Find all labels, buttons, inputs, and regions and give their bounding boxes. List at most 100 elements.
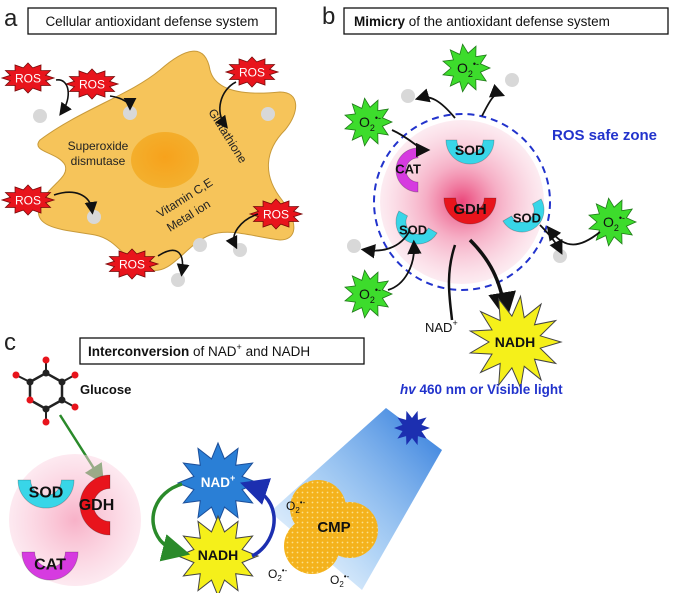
grey-dot [553, 249, 567, 263]
light-label: hv 460 nm or Visible light [400, 382, 563, 397]
sod-top-b-label: SOD [455, 142, 485, 158]
panel-b-title: Mimicry of the antioxidant defense syste… [354, 14, 610, 29]
ros-a-3: ROS [224, 56, 280, 88]
o2-bottom-b: O2•- [344, 269, 393, 319]
o2-cmp-left: O2•- [268, 566, 288, 583]
reaction-arrow [53, 191, 98, 215]
ros-a-1: ROS [0, 62, 56, 94]
cat-c: CAT [21, 551, 79, 581]
sod-left-b-label: SOD [399, 222, 427, 237]
sod-c: SOD [17, 479, 75, 509]
ros-a-2: ROS [64, 68, 120, 100]
nad-plus-c-text: NAD [201, 475, 230, 490]
nad-plus-label-b: NAD+ [425, 318, 458, 335]
reaction-arrow [109, 95, 137, 111]
grey-dot [233, 243, 247, 257]
gdh-b-label: GDH [453, 201, 486, 218]
glucose-molecule [12, 356, 79, 426]
sod-top-b: SOD [445, 139, 495, 165]
o2-cmp-bottom: O2•- [330, 572, 350, 589]
glucose-label: Glucose [80, 382, 131, 397]
grey-dot [33, 109, 47, 123]
ros-label: ROS [239, 66, 265, 80]
cmp-particles [284, 480, 378, 574]
panel-a-title: Cellular antioxidant defense system [45, 14, 258, 29]
panel-b-letter: b [322, 3, 335, 30]
reaction-arrow [157, 249, 190, 277]
ros-group-a: ROS ROS ROS ROS ROS ROS [0, 56, 304, 287]
nadh-out-arrow [468, 238, 516, 321]
reaction-arrow [539, 224, 563, 255]
reaction-arrow [225, 213, 259, 250]
reaction-arrow [546, 225, 601, 246]
ros-label: ROS [79, 78, 105, 92]
nad-plus-label-c: NAD+ [201, 473, 236, 490]
panel-c-letter: c [4, 329, 16, 356]
nadh-label-b: NADH [495, 334, 535, 350]
o2-top-b: O2•- [442, 43, 491, 93]
nad-in-line [447, 244, 457, 321]
reaction-arrow [414, 88, 456, 119]
panel-c-title-bold: Interconversion [88, 344, 189, 359]
panel-c-title-mid: of NAD [189, 344, 237, 359]
o2-right-b: O2•- [588, 197, 637, 247]
safe-zone-ring [373, 113, 551, 291]
nad-plus-c-sup: + [230, 473, 235, 483]
nadh-star-b [468, 294, 563, 390]
grey-dot [347, 239, 361, 253]
nad-plus-star-c [176, 441, 260, 525]
gdh-c-label: GDH [79, 497, 115, 514]
cat-c-label: CAT [34, 556, 66, 573]
grey-dot [401, 89, 415, 103]
grey-dot [87, 210, 101, 224]
cell-nucleus [131, 132, 199, 188]
o2-label: O2•- [359, 285, 381, 305]
gdh-c: GDH [79, 474, 115, 536]
panel-b-title-bold: Mimicry [354, 14, 406, 29]
reaction-arrow [391, 129, 431, 158]
panel-c-title-sup: + [237, 342, 242, 352]
ros-label: ROS [263, 208, 289, 222]
sod-right-b: SOD [502, 198, 545, 233]
o2-cmp-top: O2•- [286, 498, 306, 515]
ros-a-5: ROS [248, 198, 304, 230]
sun-icon [394, 410, 430, 446]
reaction-arrow [387, 239, 422, 291]
panel-b-title-box [343, 7, 669, 35]
panel-c-title-end: and NADH [242, 344, 310, 359]
reaction-arrow [360, 229, 411, 259]
o2-radicals-c: O2•- O2•- O2•- [268, 498, 350, 589]
reaction-arrow [481, 83, 506, 117]
grey-dot [261, 107, 275, 121]
label-dismutase: dismutase [71, 154, 126, 168]
grey-dot [193, 238, 207, 252]
nad-plus-b-sup: + [452, 318, 457, 328]
reaction-arrow [215, 81, 237, 129]
o2-group-b: O2•- O2•- O2•- O2•- [344, 43, 637, 319]
safe-zone-label: ROS safe zone [552, 127, 657, 144]
ros-a-6: ROS [104, 248, 160, 280]
grey-dot [171, 273, 185, 287]
ros-label: ROS [119, 258, 145, 272]
ros-a-4: ROS [0, 184, 56, 216]
o2-label: O2•- [457, 59, 479, 79]
nadh-label-c: NADH [198, 547, 238, 563]
nadh-to-nad-arrow [240, 478, 276, 558]
nad-to-nadh-arrow [151, 482, 191, 562]
reaction-arrow [55, 79, 72, 116]
panel-b-title-rest: of the antioxidant defense system [405, 14, 610, 29]
light-hv: hv [400, 382, 417, 397]
o2-label: O2•- [359, 113, 381, 133]
ros-label: ROS [15, 72, 41, 86]
label-superoxide: Superoxide [68, 139, 129, 153]
cat-b-label: CAT [395, 162, 421, 177]
nad-plus-b-text: NAD [425, 320, 452, 335]
gdh-b: GDH [443, 197, 497, 225]
panel-a-title-box [27, 7, 277, 35]
grey-dot [505, 73, 519, 87]
sod-right-b-label: SOD [513, 210, 541, 225]
o2-label: O2•- [603, 213, 625, 233]
panel-c-title: Interconversion of NAD+ and NADH [88, 342, 310, 359]
